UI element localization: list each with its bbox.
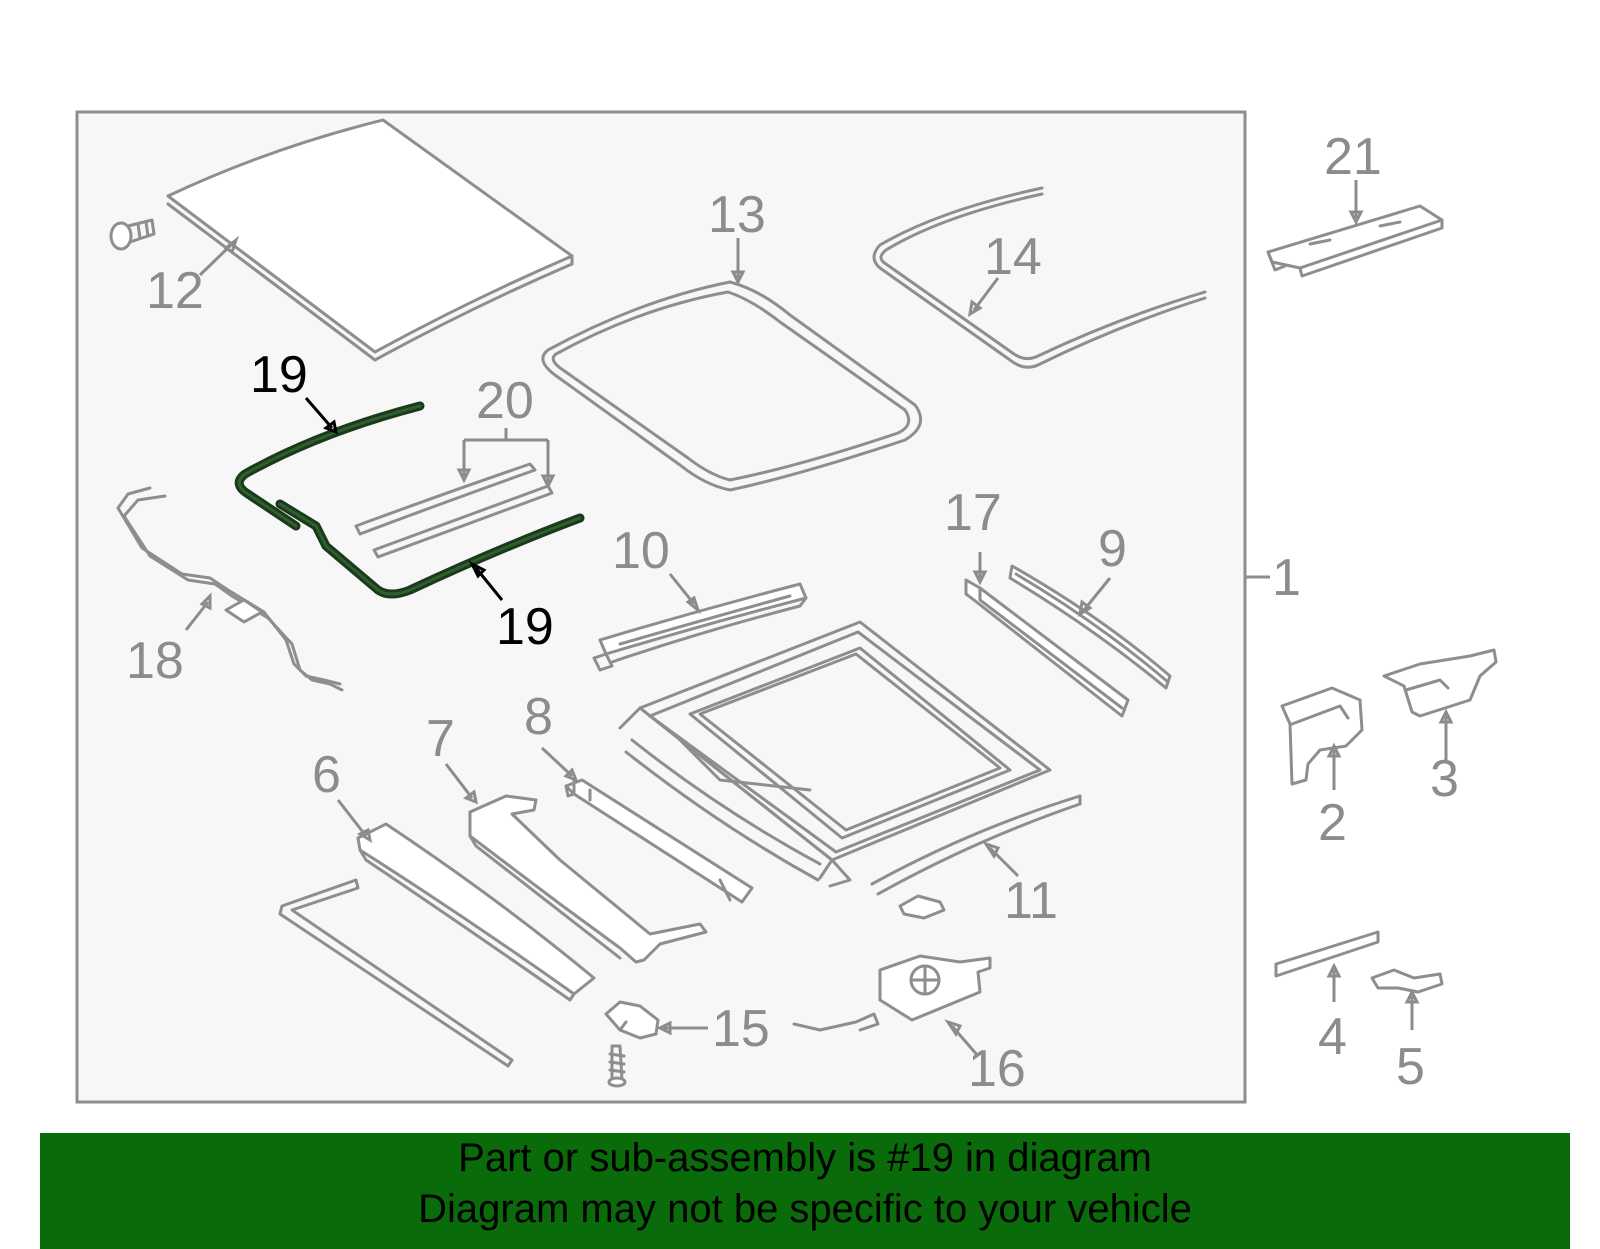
part-6-sunshade — [356, 822, 596, 1002]
banner-line-1: Part or sub-assembly is #19 in diagram — [458, 1136, 1152, 1180]
bolt-icon — [109, 218, 156, 251]
part-11-rear-seal — [870, 794, 1082, 920]
callout-17: 17 — [944, 484, 1002, 542]
callout-6: 6 — [312, 746, 341, 804]
info-banner: Part or sub-assembly is #19 in diagram D… — [40, 1133, 1570, 1249]
part-13-glass-panel — [541, 280, 923, 492]
part-7-deflector — [468, 794, 708, 964]
callout-11: 11 — [1004, 872, 1058, 930]
screw-icon — [607, 1044, 627, 1088]
part-5-clip — [1370, 968, 1444, 994]
clip-icon — [898, 894, 946, 920]
part-21-bracket — [1266, 204, 1444, 278]
callout-5: 5 — [1396, 1038, 1425, 1096]
callout-18: 18 — [126, 632, 184, 690]
sunshade-rod — [278, 878, 514, 1068]
callout-19-bottom: 19 — [496, 598, 554, 656]
leader-lines — [184, 180, 1454, 1057]
part-3-bracket — [1382, 648, 1498, 718]
part-16-motor — [792, 954, 992, 1032]
callout-4: 4 — [1318, 1008, 1347, 1066]
part-15-bracket — [604, 1000, 660, 1088]
callout-19-top: 19 — [250, 346, 308, 404]
callout-20: 20 — [476, 372, 534, 430]
callout-21: 21 — [1324, 128, 1382, 186]
callout-10: 10 — [612, 522, 670, 580]
callout-14: 14 — [984, 228, 1042, 286]
callout-15: 15 — [712, 1000, 770, 1058]
callout-7: 7 — [426, 710, 455, 768]
callout-2: 2 — [1318, 794, 1347, 852]
part-19-wind-deflector-seal — [234, 401, 585, 599]
callout-12: 12 — [146, 262, 204, 320]
part-18-drive-cable — [116, 486, 344, 692]
part-9-guide-rail — [1008, 564, 1172, 690]
part-4-strip — [1274, 930, 1380, 978]
callout-9: 9 — [1098, 520, 1127, 578]
banner-line-2: Diagram may not be specific to your vehi… — [418, 1187, 1192, 1231]
part-2-bracket — [1280, 686, 1364, 786]
part-20-strips — [354, 462, 554, 559]
callout-1: 1 — [1272, 549, 1301, 607]
part-10-front-rail — [592, 582, 808, 672]
callout-labels: 1 2 3 4 5 6 7 8 9 10 11 12 13 14 15 16 1… — [126, 128, 1459, 1098]
part-17-guide-rail — [964, 578, 1130, 718]
part-12-roof-panel — [109, 118, 574, 362]
sunroof-frame — [618, 620, 1052, 888]
part-8-deflector-rail — [564, 778, 754, 904]
callout-16: 16 — [968, 1040, 1026, 1098]
callout-3: 3 — [1430, 750, 1459, 808]
part-14-seal — [872, 186, 1207, 369]
callout-8: 8 — [524, 688, 553, 746]
callout-13: 13 — [708, 186, 766, 244]
